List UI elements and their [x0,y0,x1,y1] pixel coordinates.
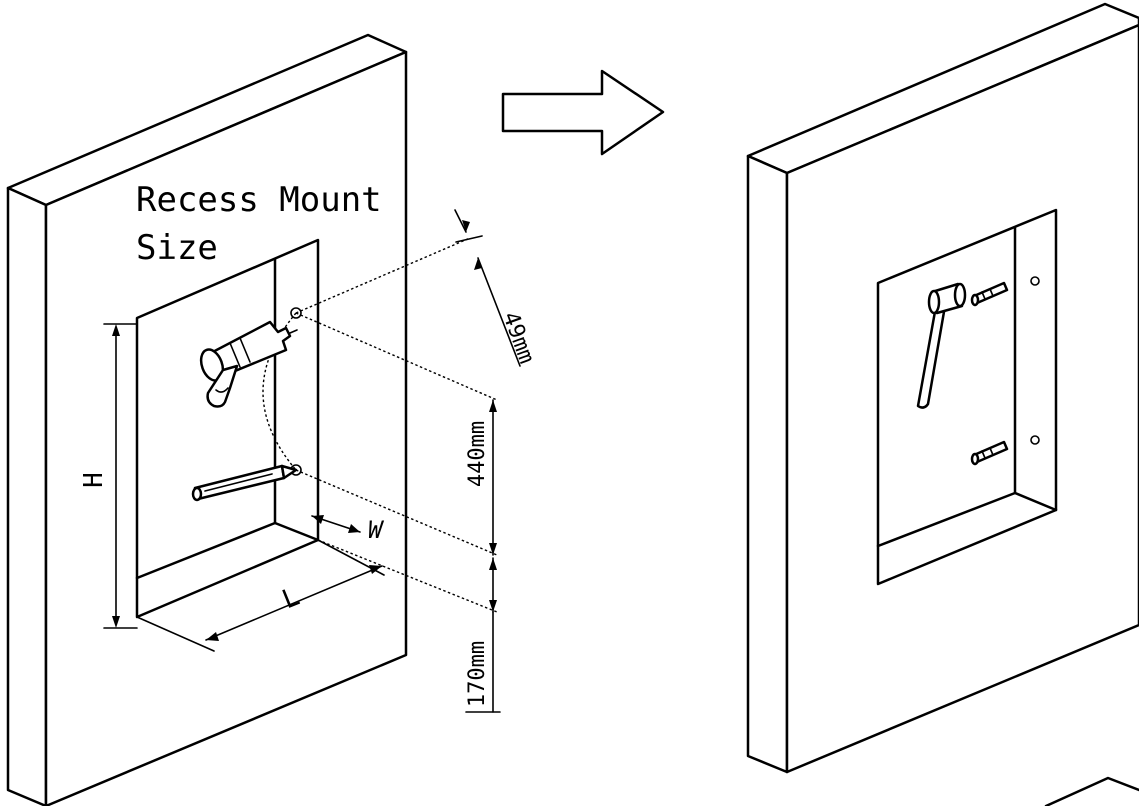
label-h: H [79,472,109,488]
next-item-partial [1044,776,1139,806]
upper-hole-marker [290,307,302,319]
drill-icon [199,320,298,408]
pencil-icon [191,464,298,502]
right-recess [876,208,1058,586]
width-dimension [311,515,361,533]
label-w: W [368,516,385,544]
next-step-arrow-icon [501,69,665,156]
title-line-2: Size [136,228,218,268]
height-dimension [103,323,138,629]
dimension-440mm [489,399,497,556]
dimension-49mm [454,209,521,367]
length-dimension [136,539,385,652]
projection-lines [262,237,498,613]
dimension-170mm [465,557,501,713]
wall-anchor-lower-icon [970,440,1009,466]
label-440mm: 440mm [465,421,490,487]
label-49mm: 49mm [497,309,539,367]
wall-anchor-upper-icon [970,281,1009,307]
label-170mm: 170mm [465,641,490,707]
lower-hole-icon [1030,435,1040,445]
title-line-1: Recess Mount [136,180,382,220]
hammer-icon [916,282,967,409]
upper-hole-icon [1030,276,1040,286]
